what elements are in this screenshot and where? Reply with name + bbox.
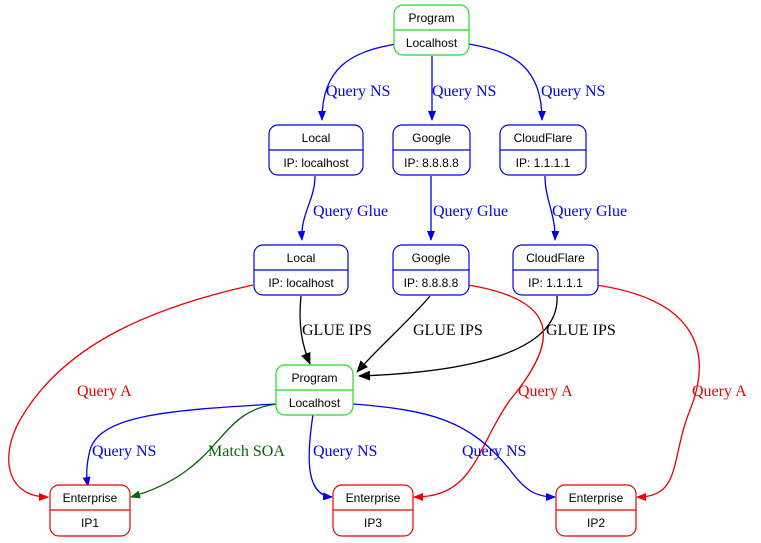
label-query-a-local: Query A (77, 383, 132, 400)
node-subtitle: IP2 (587, 516, 605, 530)
node-local-ns: Local IP: localhost (268, 124, 364, 176)
node-local-glue: Local IP: localhost (253, 244, 349, 296)
node-title: Google (412, 131, 451, 145)
node-subtitle: IP: 1.1.1.1 (528, 276, 583, 290)
node-title: Google (412, 251, 451, 265)
node-title: Enterprise (63, 491, 118, 505)
edge-query-ns-ip2 (352, 403, 556, 501)
label-query-ns-cloudflare: Query NS (541, 83, 605, 100)
edge-query-ns-ip3 (308, 413, 333, 501)
label-query-ns-local: Query NS (326, 83, 390, 100)
edge-glue-ips-cloudflare (358, 295, 558, 381)
node-google-ns: Google IP: 8.8.8.8 (392, 124, 471, 176)
node-program-top: Program Localhost (393, 4, 470, 56)
node-title: CloudFlare (514, 131, 573, 145)
label-query-ns-ip3: Query NS (313, 443, 377, 460)
edge-glue-ips-local (299, 295, 311, 365)
node-subtitle: IP: localhost (268, 276, 334, 290)
node-subtitle: IP: 8.8.8.8 (404, 156, 459, 170)
label-query-a-google: Query A (518, 383, 573, 400)
node-enterprise-ip2: Enterprise IP2 (555, 484, 637, 537)
label-query-glue-cloudflare: Query Glue (552, 203, 627, 220)
node-subtitle: IP: localhost (283, 156, 349, 170)
node-subtitle: IP3 (364, 516, 382, 530)
node-title: Local (287, 251, 316, 265)
edge-glue-ips-google (356, 295, 431, 373)
node-cloudflare-glue: CloudFlare IP: 1.1.1.1 (512, 244, 599, 296)
label-query-ns-google: Query NS (432, 83, 496, 100)
edge-query-glue-local (297, 175, 316, 241)
edge-query-ns-local (318, 43, 397, 121)
label-query-a-cloudflare: Query A (692, 383, 747, 400)
label-query-ns-ip2: Query NS (462, 443, 526, 460)
node-enterprise-ip1: Enterprise IP1 (49, 484, 131, 537)
node-title: Local (302, 131, 331, 145)
edge-query-ns-cloudflare (468, 43, 546, 121)
node-subtitle: Localhost (289, 396, 341, 410)
node-enterprise-ip3: Enterprise IP3 (332, 484, 414, 537)
node-subtitle: IP: 1.1.1.1 (516, 156, 571, 170)
label-match-soa: Match SOA (208, 443, 285, 460)
node-title: Program (408, 11, 454, 25)
node-google-glue: Google IP: 8.8.8.8 (392, 244, 470, 296)
edge-query-a-cloudflare (595, 284, 700, 501)
label-glue-ips-google: GLUE IPS (413, 322, 483, 339)
label-glue-ips-cloudflare: GLUE IPS (546, 322, 616, 339)
node-title: Program (291, 371, 337, 385)
label-query-ns-ip1: Query NS (92, 443, 156, 460)
edge-query-a-local (8, 284, 254, 501)
label-query-glue-google: Query Glue (433, 203, 508, 220)
node-subtitle: Localhost (406, 36, 458, 50)
label-query-glue-local: Query Glue (313, 203, 388, 220)
node-subtitle: IP1 (81, 516, 99, 530)
node-title: Enterprise (569, 491, 624, 505)
edge-query-glue-cloudflare (544, 175, 560, 241)
node-program-mid: Program Localhost (275, 364, 354, 416)
edge-query-a-google (413, 284, 544, 501)
node-cloudflare-ns: CloudFlare IP: 1.1.1.1 (499, 124, 587, 176)
label-glue-ips-local: GLUE IPS (302, 322, 372, 339)
node-subtitle: IP: 8.8.8.8 (404, 276, 459, 290)
node-title: Enterprise (346, 491, 401, 505)
edge-query-ns-ip1 (82, 403, 277, 487)
node-title: CloudFlare (526, 251, 585, 265)
edge-match-soa (130, 403, 279, 499)
